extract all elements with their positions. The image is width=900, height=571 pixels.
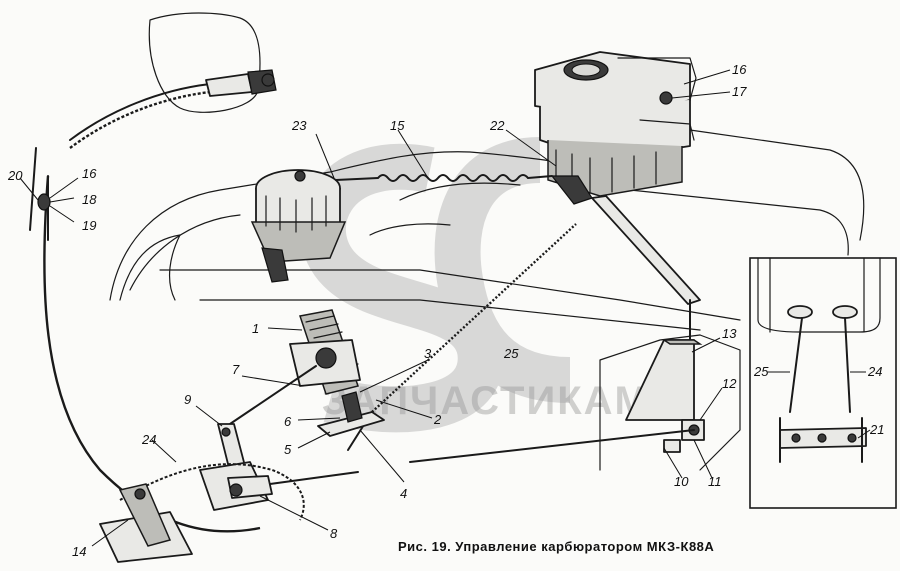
callout-21: 21 [869,422,884,437]
callout-4: 4 [400,486,407,501]
callout-7: 7 [232,362,240,377]
watermark-logo [300,137,571,433]
callout-18: 18 [82,192,97,207]
return-spring [335,174,553,182]
callout-5: 5 [284,442,292,457]
governor-unit [250,169,347,283]
callout-14: 14 [72,544,86,559]
callout-8: 8 [330,526,338,541]
callout-16-carburetor: 16 [732,62,747,77]
floor-bracket [99,483,193,563]
accelerator-pedal [289,309,385,437]
callout-6: 6 [284,414,292,429]
pedal-bracket [409,339,705,463]
callout-leaders [19,69,871,547]
callout-3: 3 [424,346,432,361]
hand-throttle-cable [43,175,305,533]
callout-13: 13 [722,326,737,341]
callout-24-main: 24 [141,432,156,447]
intermediate-lever [199,423,359,511]
dashboard-knob [69,12,277,149]
callout-12: 12 [722,376,737,391]
callout-20: 20 [7,168,23,183]
detail-inset [749,257,897,509]
callout-16-column: 16 [82,166,97,181]
callout-1: 1 [252,321,259,336]
callout-15: 15 [390,118,405,133]
callout-labels: 1 2 3 4 5 6 7 8 9 10 11 12 13 14 15 16 1… [7,62,884,559]
pedal-rod [223,365,317,429]
callout-24-inset: 24 [867,364,882,379]
callout-10: 10 [674,474,689,489]
callout-2: 2 [433,412,442,427]
column-clamp [29,147,51,241]
callout-22: 22 [489,118,505,133]
callout-25-main: 25 [503,346,519,361]
callout-9: 9 [184,392,191,407]
callout-19: 19 [82,218,96,233]
callout-11: 11 [708,474,722,489]
callout-25-inset: 25 [753,364,769,379]
carburetor-unit [534,51,697,205]
callout-17: 17 [732,84,747,99]
callout-23: 23 [291,118,307,133]
throttle-rod [591,195,701,341]
figure-caption: Рис. 19. Управление карбюратором МКЗ-К88… [398,539,714,554]
engine-body-outline [109,129,865,471]
